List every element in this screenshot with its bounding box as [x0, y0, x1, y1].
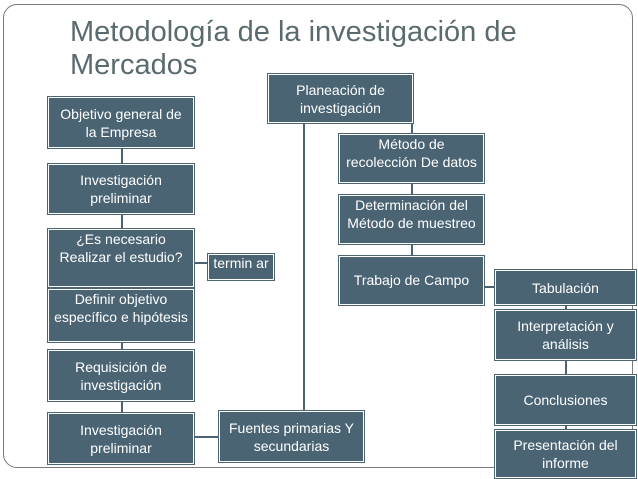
node-conclusiones: Conclusiones: [494, 374, 637, 426]
connector-metodo-determinacion: [411, 183, 413, 195]
node-trabajo-campo: Trabajo de Campo: [338, 255, 485, 306]
connector-necesario-terminar: [194, 262, 208, 264]
slide-title: Metodología de la investigación de Merca…: [70, 16, 590, 82]
node-metodo-recoleccion: Método de recolección De datos: [338, 133, 485, 184]
connector-trabajo-tabulacion: [484, 286, 495, 288]
node-interpretacion: Interpretación y análisis: [494, 309, 637, 361]
title-line-1: Metodología de la investigación de: [70, 16, 517, 48]
node-investigacion-preliminar-2: Investigación preliminar: [47, 412, 195, 465]
node-presentacion: Presentación del informe: [494, 429, 637, 479]
connector-preliminar-fuentes: [194, 436, 219, 438]
connector-right-column: [565, 305, 567, 430]
node-terminar: termin ar: [207, 253, 275, 281]
node-definir-objetivo: Definir objetivo específico e hipótesis: [47, 288, 195, 343]
node-objetivo-general: Objetivo general de la Empresa: [47, 96, 195, 149]
node-planeacion: Planeación de investigación: [267, 73, 414, 124]
connector-fuentes-planeacion: [303, 123, 305, 411]
title-line-2: Mercados: [70, 49, 198, 81]
node-requisicion: Requisición de investigación: [47, 349, 195, 402]
node-investigacion-preliminar-1: Investigación preliminar: [47, 163, 195, 215]
node-determinacion-metodo: Determinación del Método de muestreo: [338, 194, 485, 245]
connector-determinacion-trabajo: [411, 244, 413, 256]
node-tabulacion: Tabulación: [494, 269, 637, 306]
node-es-necesario: ¿Es necesario Realizar el estudio?: [47, 228, 195, 288]
node-fuentes: Fuentes primarias Y secundarias: [218, 410, 365, 463]
